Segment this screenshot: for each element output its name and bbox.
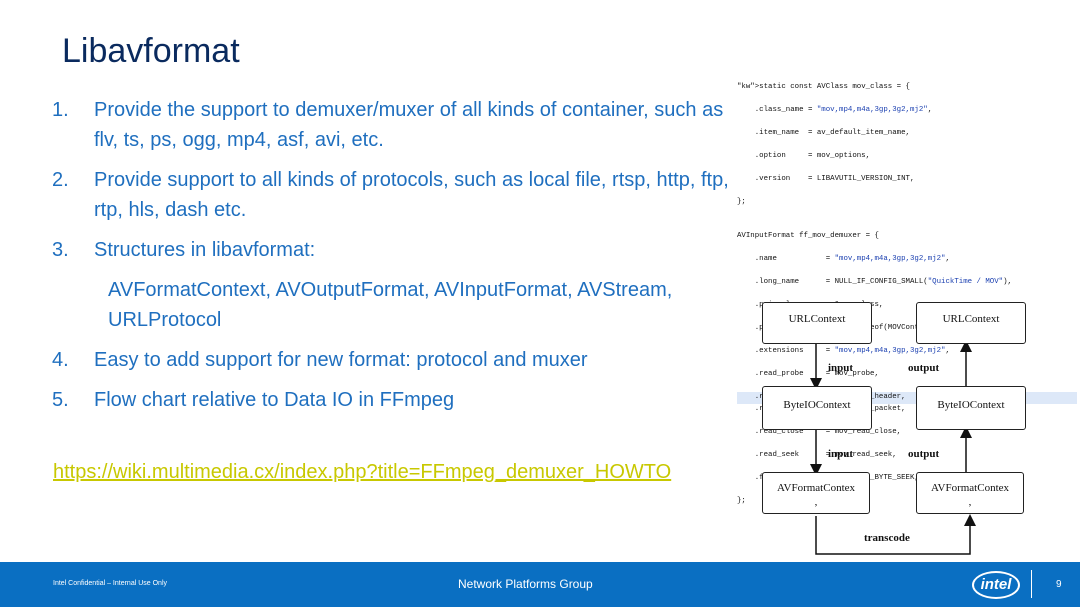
transcode-label: transcode bbox=[864, 532, 910, 544]
list-text: Structures in libavformat: bbox=[94, 239, 316, 261]
code-line: .extensions = "mov,mp4,m4a,3gp,3g2,mj2", bbox=[737, 347, 950, 355]
byteio-right-box: ByteIOContext bbox=[916, 386, 1026, 430]
list-item: 2. Provide support to all kinds of protoc… bbox=[52, 165, 742, 225]
list-number: 2. bbox=[52, 169, 69, 191]
list-text: Provide the support to demuxer/muxer of … bbox=[94, 99, 724, 151]
data-io-flow-diagram: URLContext URLContext input output ByteI… bbox=[752, 296, 1052, 558]
code-line: .name = "mov,mp4,m4a,3gp,3g2,mj2", bbox=[737, 255, 950, 263]
code-line: .option = mov_options, bbox=[737, 151, 871, 160]
wiki-link[interactable]: https://wiki.multimedia.cx/index.php?tit… bbox=[53, 461, 672, 483]
diagram-arrows bbox=[810, 340, 976, 555]
bullet-list: 1. Provide the support to demuxer/muxer o… bbox=[52, 95, 742, 425]
list-text: Easy to add support for new format: prot… bbox=[94, 349, 588, 371]
code-line: .read_seek = mov_read_seek, bbox=[737, 450, 897, 459]
page-number: 9 bbox=[1056, 579, 1062, 590]
output-label: output bbox=[908, 362, 940, 374]
list-text: Provide support to all kinds of protocol… bbox=[94, 169, 729, 221]
list-number: 4. bbox=[52, 349, 69, 371]
list-number: 3. bbox=[52, 239, 69, 261]
group-name: Network Platforms Group bbox=[458, 577, 593, 591]
list-item: 4. Easy to add support for new format: pr… bbox=[52, 345, 742, 375]
code-line bbox=[737, 221, 741, 229]
list-number: 5. bbox=[52, 389, 69, 411]
code-line: .read_probe = mov_probe, bbox=[737, 370, 879, 378]
input-label: input bbox=[828, 448, 854, 460]
code-line: .version = LIBAVUTIL_VERSION_INT, bbox=[737, 174, 915, 183]
output-label: output bbox=[908, 448, 940, 460]
avformat-right-box: AVFormatContex , bbox=[916, 472, 1024, 514]
footer-divider bbox=[1031, 570, 1032, 598]
list-item: 5. Flow chart relative to Data IO in FFmp… bbox=[52, 385, 742, 415]
list-text: Flow chart relative to Data IO in FFmpeg bbox=[94, 389, 455, 411]
urlcontext-right-box: URLContext bbox=[916, 302, 1026, 344]
footer-bar: Intel Confidential – Internal Use Only N… bbox=[0, 562, 1080, 607]
code-line: .read_close = mov_read_close, bbox=[737, 427, 902, 436]
structures-text: AVFormatContext, AVOutputFormat, AVInput… bbox=[108, 279, 673, 331]
list-item: 3. Structures in libavformat: bbox=[52, 235, 742, 265]
code-line: "kw">static const AVClass mov_class = { bbox=[737, 82, 910, 91]
code-line: .long_name = NULL_IF_CONFIG_SMALL("Quick… bbox=[737, 278, 1012, 286]
code-line: .class_name = "mov,mp4,m4a,3gp,3g2,mj2", bbox=[737, 105, 933, 114]
list-item: 1. Provide the support to demuxer/muxer o… bbox=[52, 95, 742, 155]
code-line: .item_name = av_default_item_name, bbox=[737, 128, 910, 137]
list-number: 1. bbox=[52, 99, 69, 121]
urlcontext-left-box: URLContext bbox=[762, 302, 872, 344]
code-line: AVInputFormat ff_mov_demuxer = { bbox=[737, 232, 879, 240]
intel-logo: intel bbox=[972, 571, 1020, 599]
byteio-left-box: ByteIOContext bbox=[762, 386, 872, 430]
code-line: }; bbox=[737, 197, 746, 206]
confidential-notice: Intel Confidential – Internal Use Only bbox=[53, 580, 168, 587]
code-line: }; bbox=[737, 496, 746, 505]
input-label: input bbox=[828, 362, 854, 374]
slide-title: Libavformat bbox=[62, 32, 240, 70]
avformat-left-box: AVFormatContex , bbox=[762, 472, 870, 514]
transcode-arrow bbox=[815, 514, 976, 555]
